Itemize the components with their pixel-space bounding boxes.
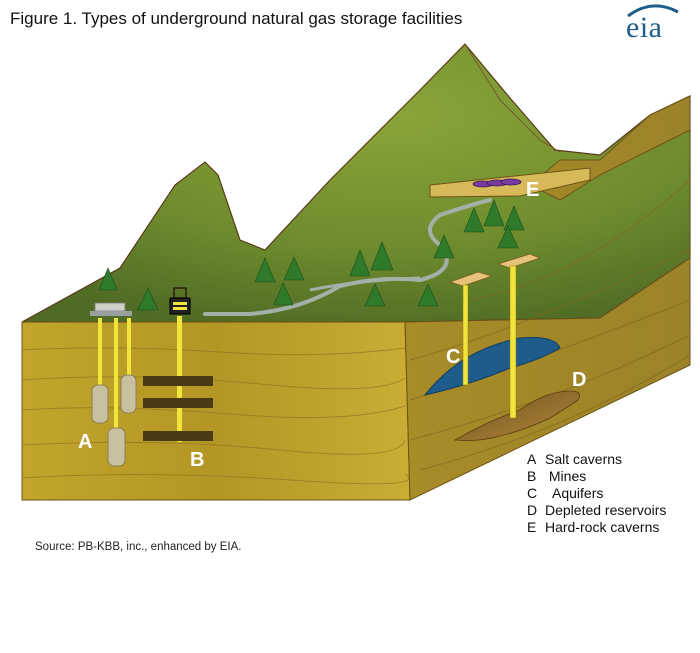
label-c: C: [446, 347, 460, 367]
legend-item: C Aquifers: [527, 485, 666, 502]
salt-cavern-1: [92, 385, 108, 423]
wellhead-pad-a: [95, 303, 125, 311]
salt-cavern-2: [121, 375, 136, 413]
label-d: D: [572, 370, 586, 390]
well-a3: [127, 318, 131, 380]
well-d: [510, 266, 516, 418]
label-e: E: [526, 180, 539, 200]
mine-level-2: [143, 398, 213, 408]
legend-item: B Mines: [527, 468, 666, 485]
mine-level-3: [143, 431, 213, 441]
front-face: [22, 322, 410, 500]
well-a1: [98, 318, 102, 390]
well-c: [463, 285, 468, 385]
label-b: B: [190, 450, 204, 470]
mountain-surface: [22, 44, 690, 322]
wellpad-a-base: [90, 311, 132, 316]
label-a: A: [78, 432, 92, 452]
well-a2: [114, 318, 118, 433]
mine-level-1: [143, 376, 213, 386]
source-note: Source: PB-KBB, inc., enhanced by EIA.: [35, 541, 241, 553]
salt-cavern-3: [108, 428, 125, 466]
